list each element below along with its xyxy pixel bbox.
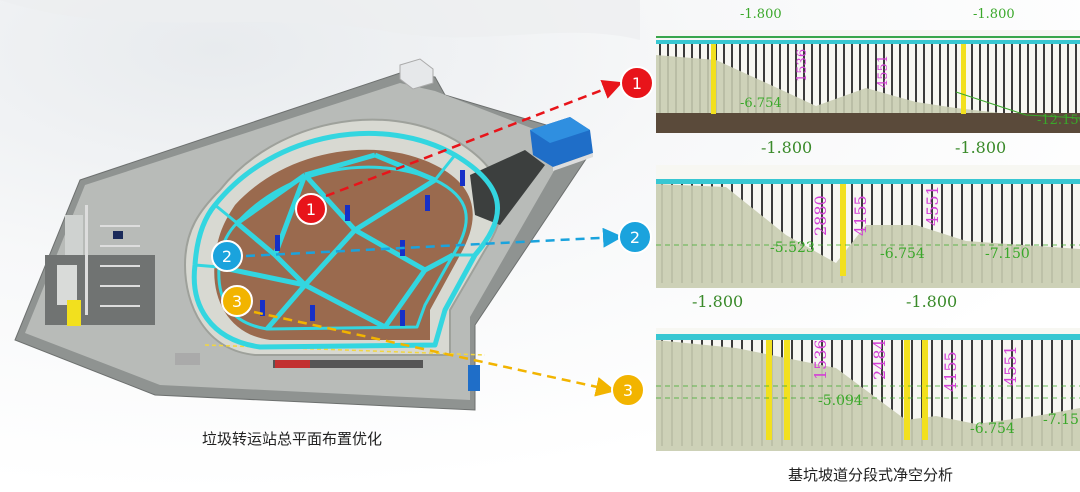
section-view-3	[656, 328, 1080, 451]
equipment-yard	[45, 205, 155, 326]
svg-text:1: 1	[306, 200, 316, 219]
marker-1-site[interactable]: 1	[295, 193, 327, 225]
marker-1-section[interactable]: 1	[620, 66, 654, 100]
site-plan-caption: 垃圾转运站总平面布置优化	[202, 430, 383, 448]
svg-text:2: 2	[630, 228, 640, 247]
marker-2-site[interactable]: 2	[211, 240, 243, 272]
svg-text:3: 3	[232, 292, 242, 311]
marker-3-section[interactable]: 3	[611, 373, 645, 407]
svg-text:1: 1	[632, 74, 642, 93]
marker-2-section[interactable]: 2	[618, 220, 652, 254]
svg-text:2: 2	[222, 247, 232, 266]
svg-text:3: 3	[623, 381, 633, 400]
marker-3-site[interactable]: 3	[221, 285, 253, 317]
section-view-1	[656, 30, 1080, 133]
section-analysis-caption: 基坑坡道分段式净空分析	[788, 466, 954, 484]
site-plan-3d	[14, 58, 593, 411]
section-view-2	[656, 165, 1080, 288]
